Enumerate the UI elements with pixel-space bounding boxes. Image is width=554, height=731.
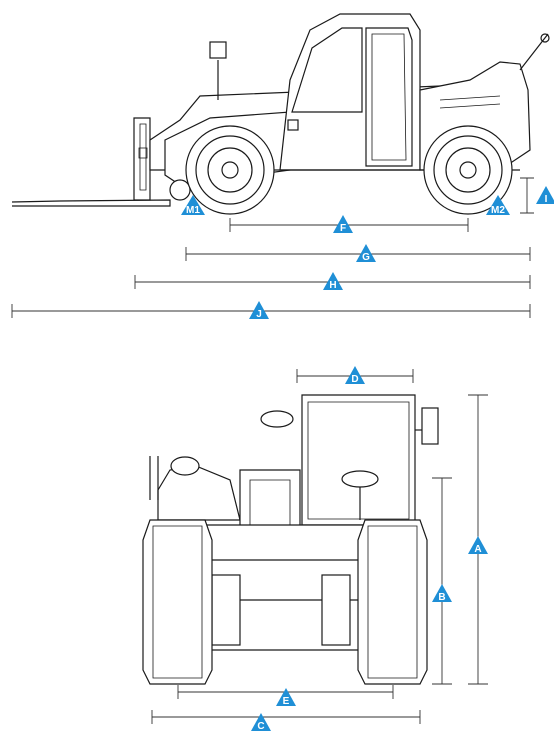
marker-G: G xyxy=(356,244,376,263)
dimension-B xyxy=(432,477,452,685)
fork-left xyxy=(211,574,241,646)
dimension-C xyxy=(151,710,421,724)
marker-label: H xyxy=(329,280,336,291)
operator-cab xyxy=(279,13,421,171)
fork-tine xyxy=(11,199,171,207)
marker-label: M2 xyxy=(491,205,505,216)
rear-beacon-arm xyxy=(519,33,549,71)
steering-wheel xyxy=(341,470,379,488)
marker-label: D xyxy=(351,374,358,385)
dimension-J xyxy=(11,304,531,318)
cab-door-window xyxy=(371,33,407,161)
tilt-cylinder-pivot xyxy=(169,179,191,201)
front-left-tire xyxy=(142,519,213,685)
marker-label: B xyxy=(438,592,445,603)
dimension-F xyxy=(229,218,469,232)
fork-right xyxy=(321,574,351,646)
dimension-I xyxy=(520,177,534,214)
marker-I: I xyxy=(536,186,554,205)
marker-D: D xyxy=(345,366,365,385)
cab-front xyxy=(301,394,416,526)
cab-windscreen xyxy=(307,401,410,520)
engine-vent xyxy=(439,95,501,101)
rear-wheel xyxy=(423,125,513,215)
marker-H: H xyxy=(323,272,343,291)
marker-C: C xyxy=(251,713,271,731)
engine-side xyxy=(157,465,241,521)
carriage-latch xyxy=(138,147,148,159)
cab-door xyxy=(365,27,413,167)
marker-B: B xyxy=(432,584,452,603)
marker-label: M1 xyxy=(186,205,200,216)
marker-label: A xyxy=(474,544,481,555)
marker-M1: M1 xyxy=(181,195,205,216)
marker-M2: M2 xyxy=(486,195,510,216)
front-right-tire xyxy=(357,519,428,685)
marker-A: A xyxy=(468,536,488,555)
dimension-G xyxy=(185,247,531,261)
cab-front-window xyxy=(291,27,363,113)
fork-carriage xyxy=(133,117,151,201)
marker-E: E xyxy=(276,688,296,707)
front-mirror xyxy=(421,407,439,445)
carriage-slot xyxy=(139,123,147,191)
front-view xyxy=(142,369,488,724)
roof-beacon xyxy=(260,410,294,428)
marker-label: C xyxy=(257,721,264,731)
air-filter xyxy=(170,456,200,476)
side-view xyxy=(11,13,550,318)
marker-F: F xyxy=(333,215,353,234)
front-wheel xyxy=(185,125,275,215)
marker-label: G xyxy=(362,252,370,263)
marker-label: I xyxy=(545,194,548,205)
marker-label: F xyxy=(340,223,346,234)
engine-vent xyxy=(439,103,501,109)
rear-beacon xyxy=(540,33,550,43)
exhaust-stack xyxy=(149,456,159,500)
side-mirror xyxy=(209,41,227,59)
marker-J: J xyxy=(249,301,269,320)
door-handle xyxy=(287,119,299,131)
marker-label: J xyxy=(256,309,262,320)
marker-label: E xyxy=(283,696,290,707)
